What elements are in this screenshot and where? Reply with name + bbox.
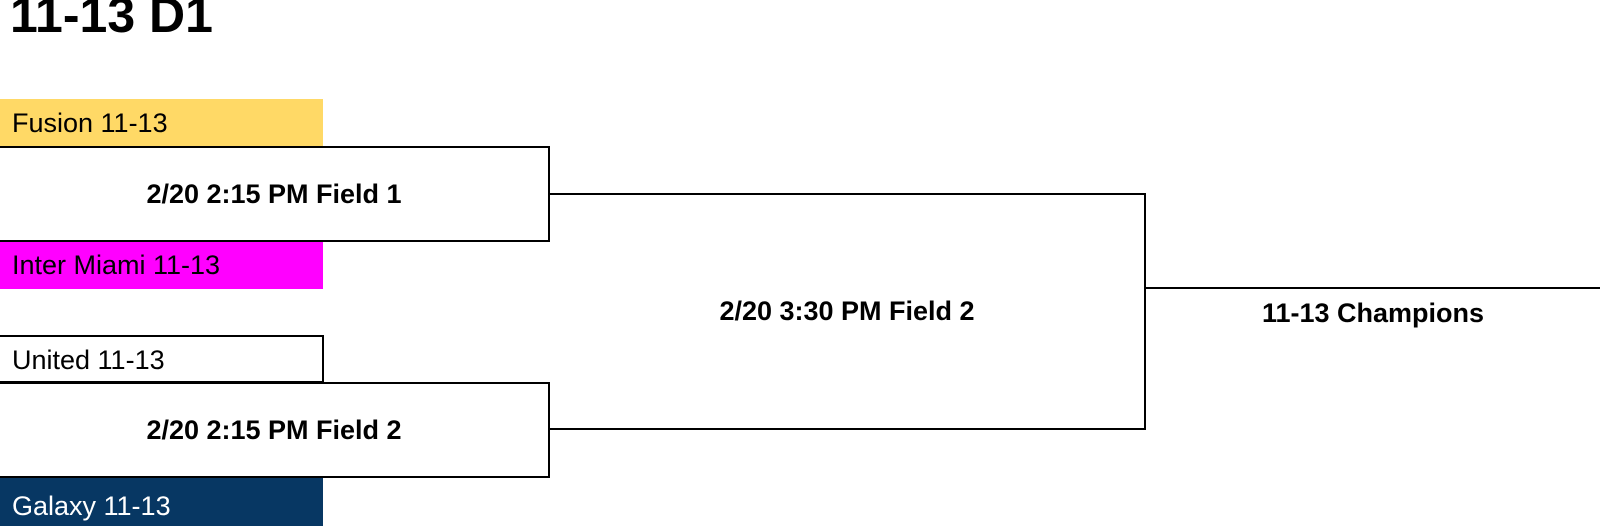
final-bottom-line — [550, 428, 1146, 430]
semi1-bottom-line — [0, 240, 550, 242]
semi1-match-label: 2/20 2:15 PM Field 1 — [146, 178, 402, 209]
team-slot-fusion: Fusion 11-13 — [0, 99, 323, 147]
semi2-bottom-line — [0, 476, 550, 478]
semi2-top-line — [0, 382, 550, 384]
final-top-line — [550, 193, 1146, 195]
semi1-top-line — [0, 146, 550, 148]
semi2-match-label: 2/20 2:15 PM Field 2 — [146, 414, 402, 445]
semi2-right-line — [548, 382, 550, 478]
final-match-label: 2/20 3:30 PM Field 2 — [719, 296, 975, 326]
team-slot-united: United 11-13 — [0, 335, 324, 383]
team-slot-galaxy: Galaxy 11-13 — [0, 478, 323, 526]
final-right-line — [1144, 193, 1146, 430]
champion-label: 11-13 Champions — [1261, 297, 1485, 328]
champion-line — [1146, 287, 1600, 289]
bracket-title: 11-13 D1 — [10, 0, 213, 43]
semi1-right-line — [548, 146, 550, 242]
team-slot-inter-miami: Inter Miami 11-13 — [0, 241, 323, 289]
